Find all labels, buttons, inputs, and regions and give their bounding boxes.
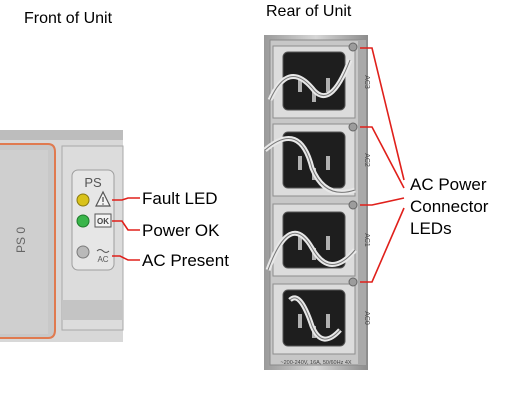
front-callout-lines: [112, 197, 140, 261]
power-ok-label: Power OK: [142, 221, 220, 240]
ac-connector-leds-label: AC Power Connector LEDs: [410, 174, 488, 240]
rear-of-unit-heading: Rear of Unit: [266, 3, 352, 20]
slot-label-ac0: AC0: [363, 311, 370, 325]
ac-tilde-icon: [96, 249, 110, 253]
ok-led: [76, 214, 90, 228]
slot-label-ac1: AC1: [363, 233, 370, 247]
ac-present-led: [76, 245, 90, 259]
warning-icon: [95, 190, 111, 207]
ac-present-label: AC Present: [142, 251, 229, 270]
front-panel: [0, 130, 124, 342]
ac-inlet-3: [267, 42, 358, 119]
ac-inlet-1: [265, 200, 358, 277]
front-of-unit-heading: Front of Unit: [24, 10, 113, 27]
fault-led-label: Fault LED: [142, 189, 218, 208]
ac-inlet-2: [263, 122, 358, 197]
ac-icon-text: AC: [97, 255, 108, 264]
ok-icon-text: OK: [97, 217, 109, 226]
ac-connector-leds-line-2: Connector: [410, 197, 489, 216]
slot-label-ac2: AC2: [363, 153, 370, 167]
module-label: PS 0: [14, 227, 28, 253]
rear-callout-lines: [360, 47, 405, 283]
ac-connector-leds-line-3: LEDs: [410, 219, 452, 238]
ac-connector-leds-line-1: AC Power: [410, 175, 487, 194]
ac-inlet-0: [272, 277, 358, 355]
ok-icon: [94, 213, 112, 228]
rating-text: ~200-240V, 16A, 50/60Hz 4X: [280, 360, 352, 366]
ps-badge-text: PS: [84, 175, 102, 190]
slot-label-ac3: AC3: [363, 75, 370, 89]
fault-led: [76, 193, 90, 207]
